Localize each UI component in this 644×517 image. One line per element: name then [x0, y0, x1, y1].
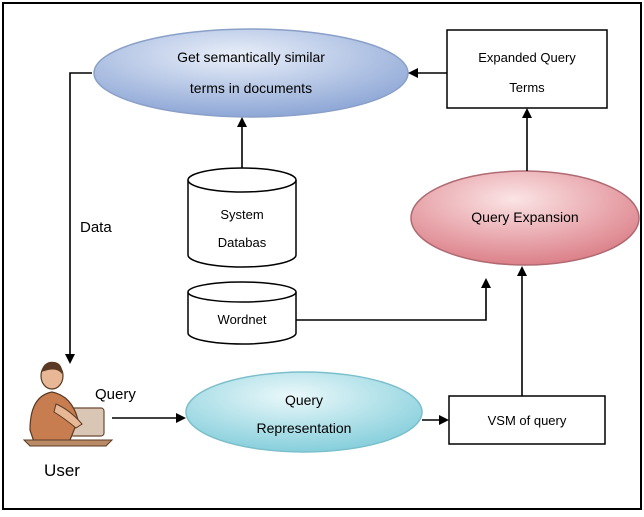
user-label: User — [44, 461, 80, 480]
expanded-query-terms-line1: Expanded Query — [478, 50, 576, 65]
get-similar-terms-line2: terms in documents — [190, 80, 312, 96]
query-expansion-node: Query Expansion — [410, 170, 640, 266]
edge-get-similar-to-user — [65, 72, 92, 364]
edge-query-label: Query — [95, 386, 136, 403]
vsm-of-query-label: VSM of query — [488, 413, 567, 428]
system-database-line1: System — [220, 207, 263, 222]
expanded-query-terms-node: Expanded Query Terms — [446, 29, 608, 109]
vsm-of-query-node: VSM of query — [448, 395, 606, 445]
wordnet-label: Wordnet — [218, 312, 267, 327]
edge-data-label: Data — [80, 219, 112, 236]
system-database-node: System Databas — [187, 167, 297, 268]
query-representation-line2: Representation — [257, 420, 352, 436]
outer-frame — [2, 2, 642, 510]
edge-wordnet-to-expansion — [296, 278, 491, 321]
query-representation-node: Query Representation — [185, 371, 423, 453]
system-database-line2: Databas — [218, 235, 267, 250]
get-similar-terms-line1: Get semantically similar — [177, 49, 325, 65]
expanded-query-terms-line2: Terms — [509, 80, 545, 95]
query-expansion-label: Query Expansion — [471, 209, 578, 225]
query-representation-line1: Query — [285, 392, 323, 408]
user-icon — [22, 361, 114, 447]
wordnet-node: Wordnet — [187, 281, 297, 345]
get-similar-terms-node: Get semantically similar terms in docume… — [93, 28, 409, 118]
